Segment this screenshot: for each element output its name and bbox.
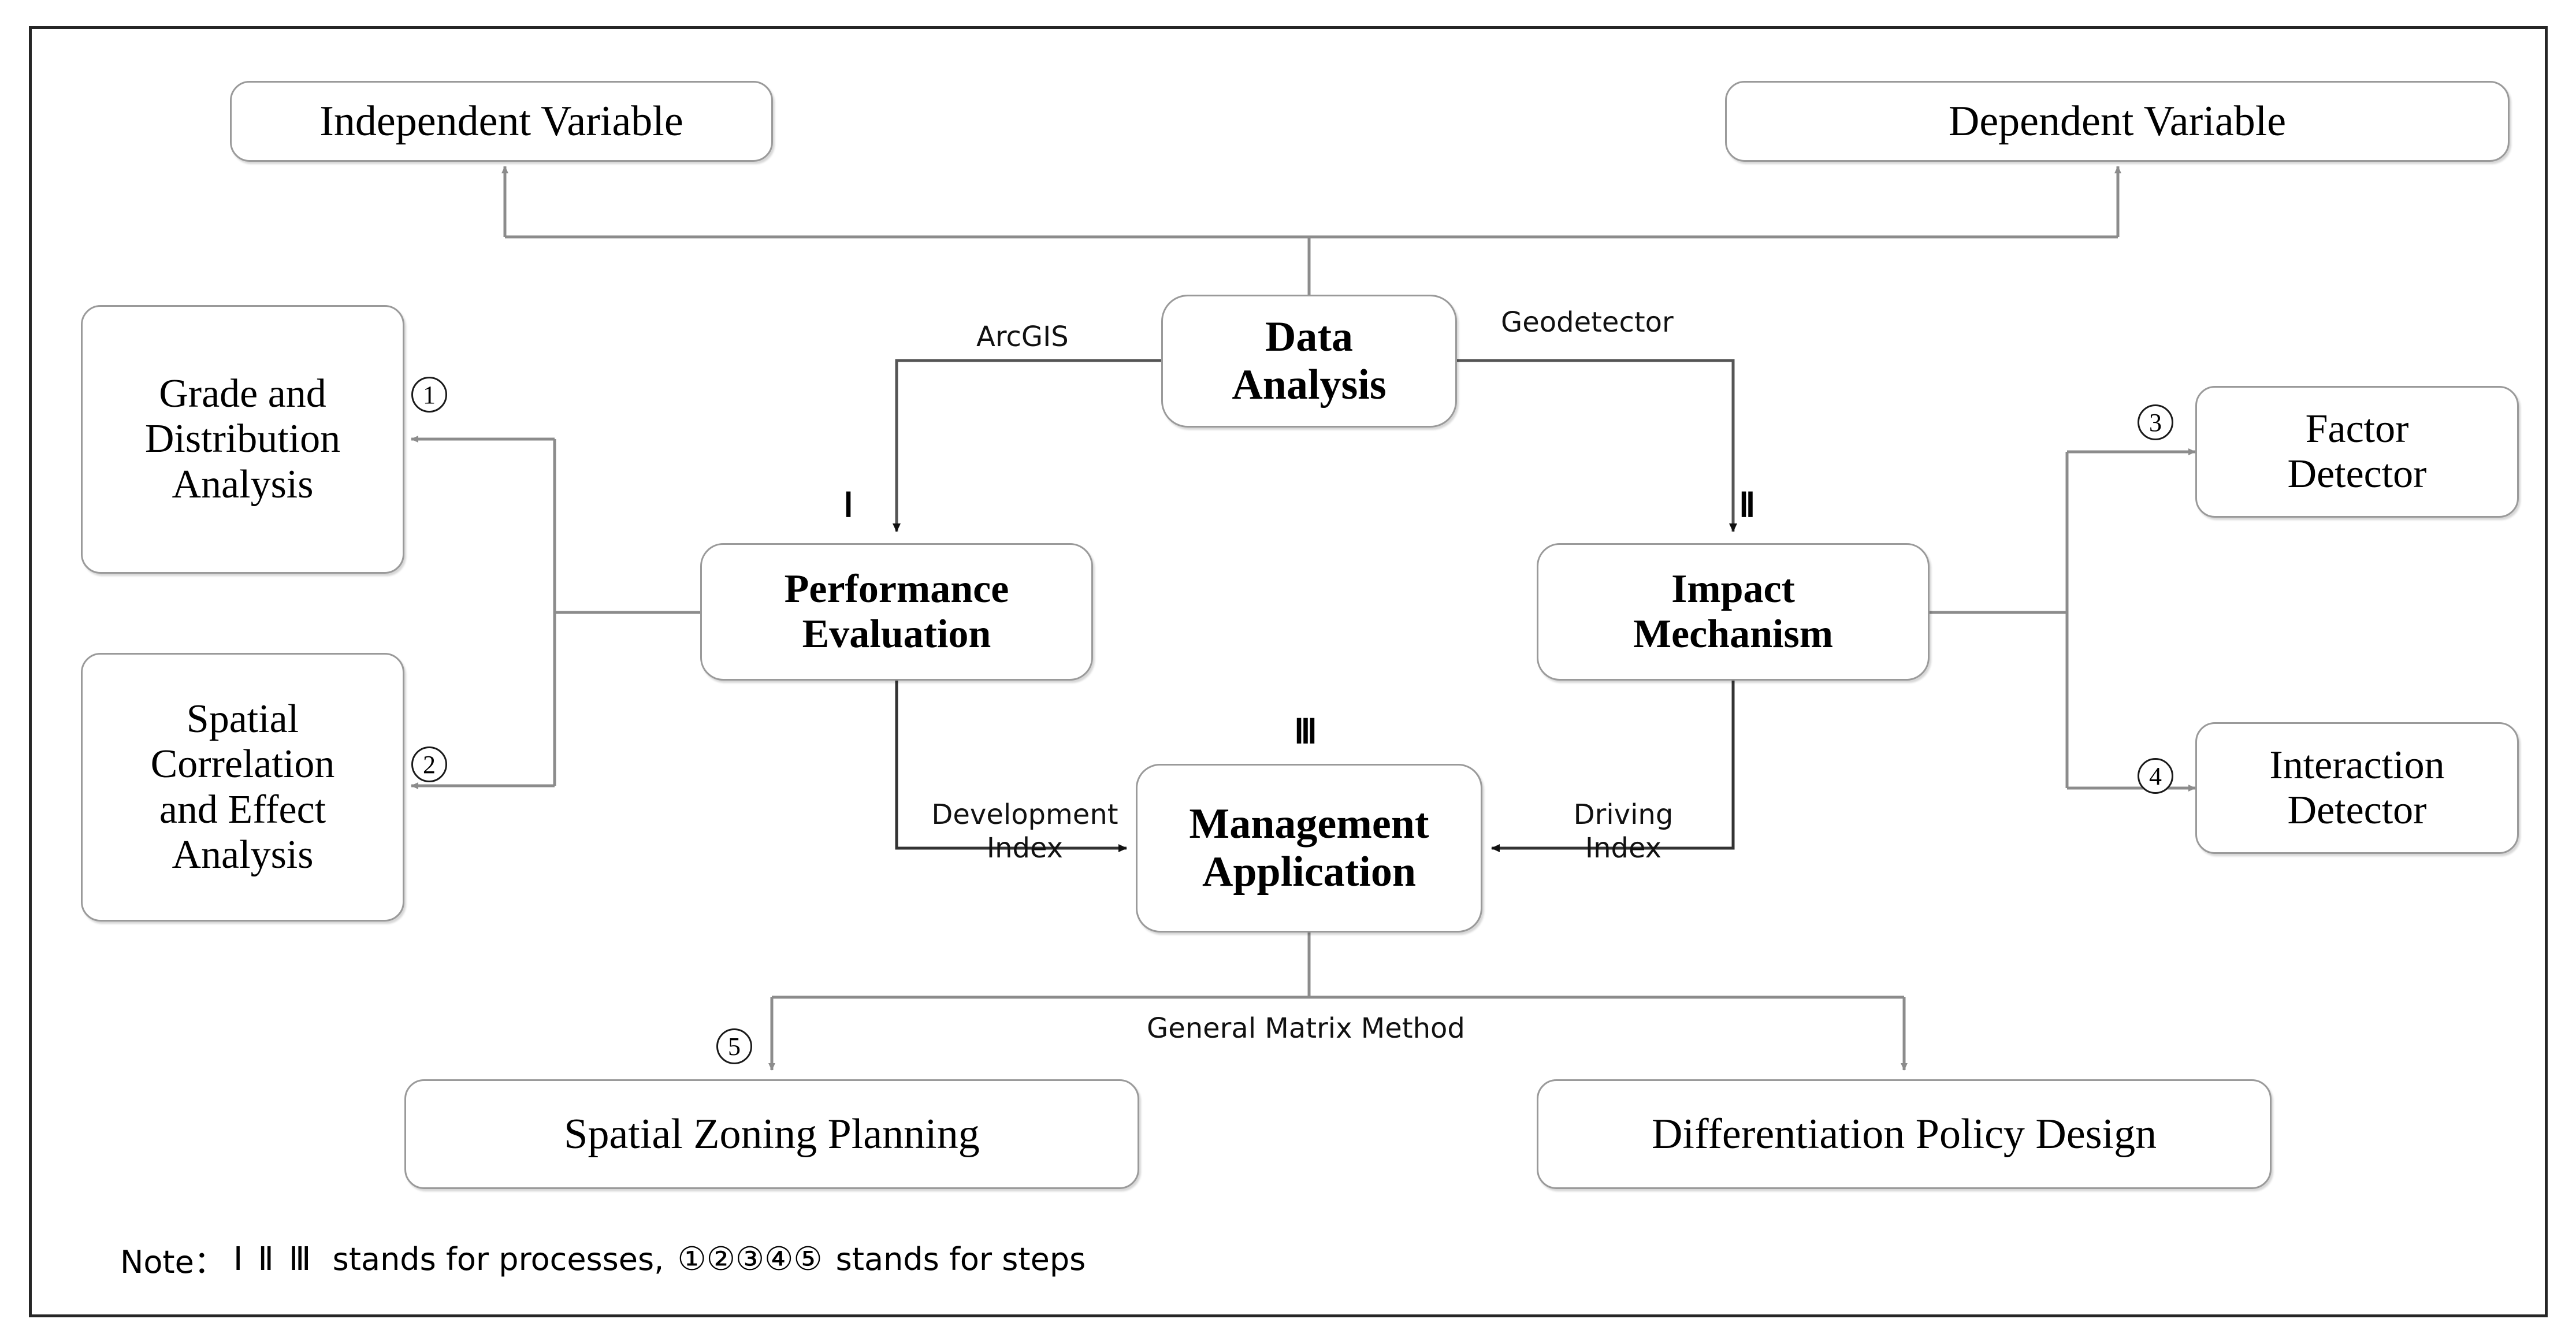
edge-label-general-matrix-method: General Matrix Method	[1147, 1012, 1465, 1045]
node-management-application[interactable]: Management Application	[1136, 764, 1482, 933]
node-label: Differentiation Policy Design	[1651, 1110, 2157, 1158]
node-label: Management Application	[1189, 800, 1429, 896]
node-label: Grade and Distribution Analysis	[144, 371, 341, 507]
node-data-analysis[interactable]: Data Analysis	[1161, 295, 1457, 428]
node-interaction-detector[interactable]: Interaction Detector	[2195, 722, 2519, 854]
note-middle-text: stands for processes,	[322, 1241, 674, 1277]
node-label: Dependent Variable	[1948, 97, 2287, 145]
node-independent-variable[interactable]: Independent Variable	[230, 81, 773, 162]
step-marker-2: 2	[411, 746, 447, 782]
edge-label-arcgis: ArcGIS	[976, 321, 1069, 353]
step-marker-3: 3	[2138, 404, 2173, 440]
edge-label-development-index: Development Index	[931, 798, 1118, 864]
edge-label-geodetector: Geodetector	[1501, 306, 1674, 339]
node-label: Factor Detector	[2287, 406, 2427, 496]
node-label: Spatial Zoning Planning	[564, 1110, 980, 1158]
node-label: Impact Mechanism	[1633, 566, 1834, 656]
note-circled-numbers: ①②③④⑤	[677, 1240, 823, 1278]
node-impact-mechanism[interactable]: Impact Mechanism	[1537, 543, 1930, 681]
note-suffix-text: stands for steps	[826, 1241, 1086, 1277]
node-spatial-zoning-planning[interactable]: Spatial Zoning Planning	[404, 1079, 1139, 1189]
edge-label-driving-index: Driving Index	[1573, 798, 1674, 864]
note-roman-numerals: Ⅰ Ⅱ Ⅲ	[233, 1242, 315, 1277]
step-marker-1: 1	[411, 377, 447, 413]
node-factor-detector[interactable]: Factor Detector	[2195, 386, 2519, 518]
diagram-note: Note： Ⅰ Ⅱ Ⅲ stands for processes, ①②③④⑤ …	[120, 1236, 1086, 1282]
node-spatial-correlation-and-effect-analysis[interactable]: Spatial Correlation and Effect Analysis	[81, 653, 404, 922]
node-label: Independent Variable	[319, 97, 683, 145]
node-label: Performance Evaluation	[784, 566, 1009, 656]
step-marker-5: 5	[716, 1028, 752, 1064]
process-marker-three: Ⅲ	[1294, 713, 1317, 751]
node-dependent-variable[interactable]: Dependent Variable	[1725, 81, 2510, 162]
node-label: Data Analysis	[1232, 313, 1386, 408]
node-performance-evaluation[interactable]: Performance Evaluation	[700, 543, 1093, 681]
process-marker-one: Ⅰ	[843, 486, 854, 524]
note-prefix: Note：	[120, 1244, 225, 1280]
node-label: Interaction Detector	[2269, 742, 2445, 833]
step-marker-4: 4	[2138, 758, 2173, 794]
node-grade-and-distribution-analysis[interactable]: Grade and Distribution Analysis	[81, 305, 404, 574]
node-differentiation-policy-design[interactable]: Differentiation Policy Design	[1537, 1079, 2272, 1189]
process-marker-two: Ⅱ	[1739, 486, 1756, 524]
node-label: Spatial Correlation and Effect Analysis	[150, 696, 335, 877]
